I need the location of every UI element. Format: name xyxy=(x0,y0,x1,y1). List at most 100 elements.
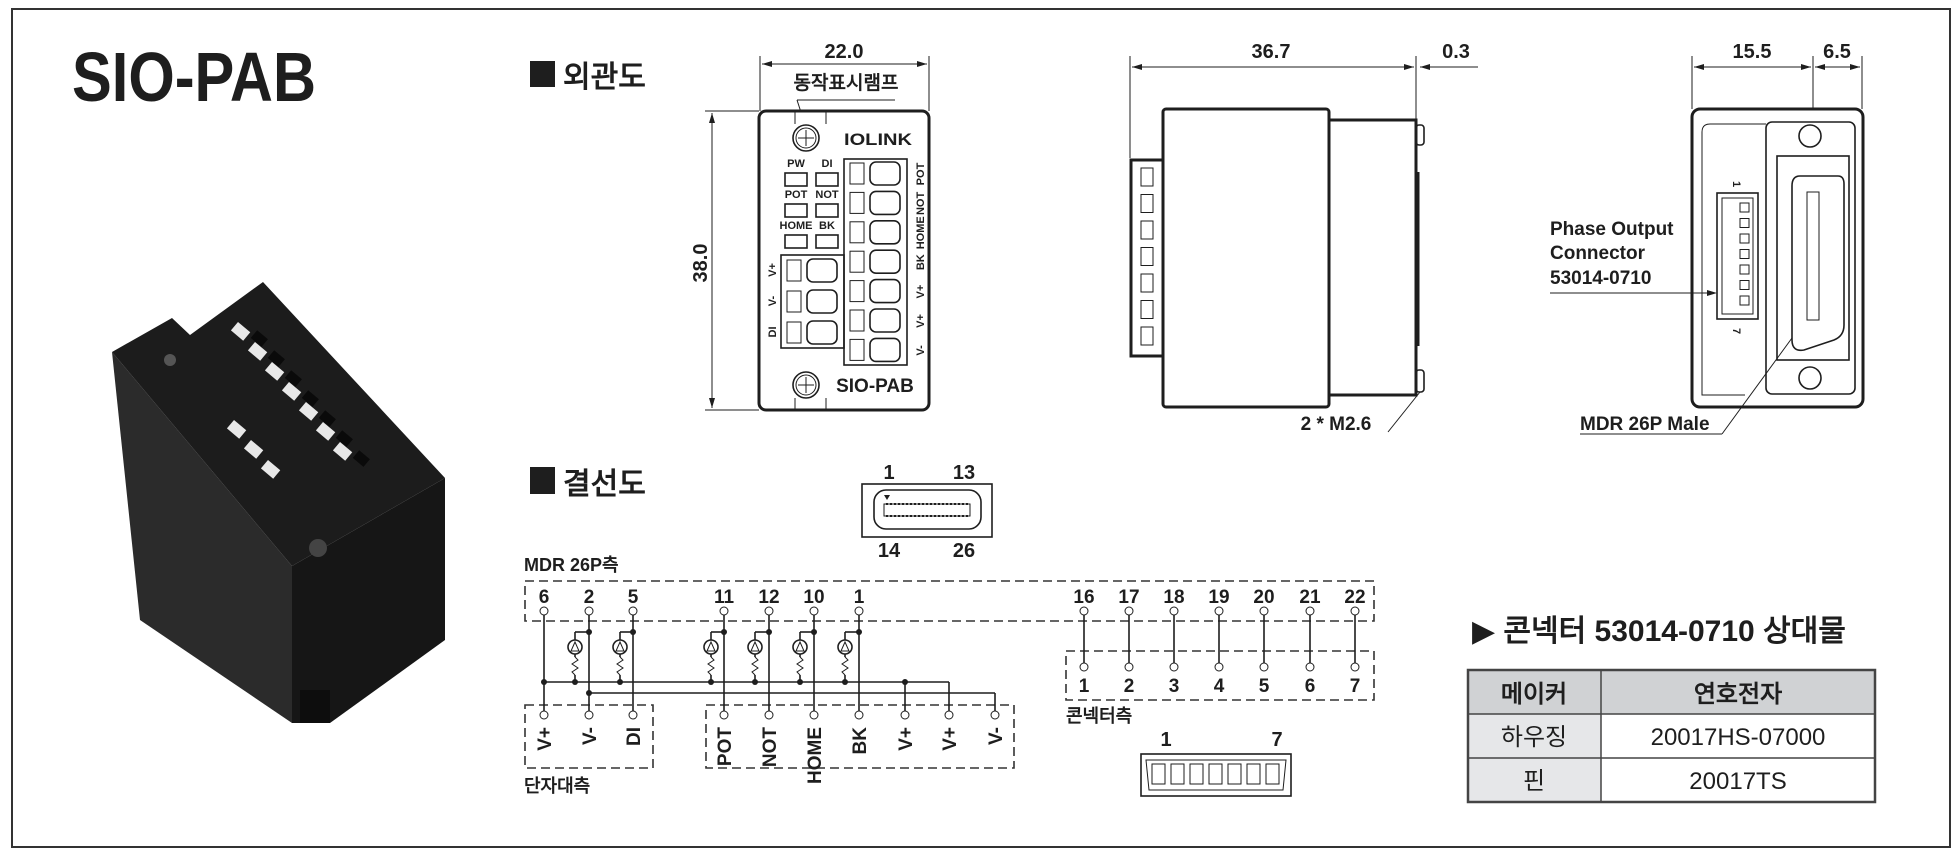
photo-terminal-hole xyxy=(250,330,268,347)
led-label: BK xyxy=(819,220,835,232)
mdr-pin-1-label: 1 xyxy=(883,462,894,484)
terminal-pin-label: DI xyxy=(624,727,645,746)
seven-pin-first-label: 1 xyxy=(1160,729,1171,751)
led-indicator xyxy=(784,234,808,249)
pin-terminal xyxy=(1079,662,1089,672)
front-width-dimension: 22.0 xyxy=(825,41,864,63)
photo-terminal xyxy=(243,440,264,459)
page-border xyxy=(11,8,1951,848)
connector-pin xyxy=(1739,233,1750,244)
lamp-triangle xyxy=(840,640,850,652)
photo-terminal-hole xyxy=(352,450,370,467)
rear-view-drawing: 15.5 6.5 1 7 Phase Output Connector 5301… xyxy=(1550,41,1865,435)
led-indicator xyxy=(815,203,839,218)
connector-pin-number: 1 xyxy=(1079,676,1090,697)
pin-terminal xyxy=(1079,606,1089,616)
terminal-lever xyxy=(786,259,802,282)
terminal-lever xyxy=(849,162,865,185)
terminal-lever xyxy=(849,338,865,361)
iolink-logo: IOLINK xyxy=(844,130,913,149)
terminal-lever xyxy=(849,309,865,332)
junction-dot xyxy=(586,690,592,696)
product-title: SIO-PAB xyxy=(72,38,316,116)
led-indicator xyxy=(815,234,839,249)
terminal-label: HOME xyxy=(915,216,927,249)
photo-terminal xyxy=(281,381,302,401)
led-label: DI xyxy=(822,158,833,170)
terminal-pin-label: V+ xyxy=(896,727,917,751)
photo-terminal xyxy=(230,322,251,341)
junction-dot xyxy=(752,679,758,685)
table-cell: 20017HS-07000 xyxy=(1651,724,1826,751)
pin-terminal xyxy=(1259,606,1269,616)
pin-terminal xyxy=(1350,606,1360,616)
pin-terminal xyxy=(1124,662,1134,672)
mdr-pin-number: 18 xyxy=(1163,587,1184,608)
connector-pin xyxy=(1189,763,1204,785)
terminal-label: V- xyxy=(767,295,779,306)
terminal-hole xyxy=(869,161,901,186)
photo-terminal xyxy=(264,362,285,381)
mdr-pin-number: 2 xyxy=(584,587,595,608)
section-appearance-heading: 외관도 xyxy=(563,61,646,94)
terminal-label: DI xyxy=(767,327,779,338)
connector-pin-number: 3 xyxy=(1169,676,1180,697)
junction-dot xyxy=(708,679,714,685)
connector-pin xyxy=(1265,763,1280,785)
table-cell: 핀 xyxy=(1523,768,1545,795)
resistor-icon xyxy=(707,656,715,676)
pin-terminal xyxy=(900,710,910,720)
mdr-connector-drawing: 1 13 14 26 xyxy=(861,462,993,562)
mdr-pin-number: 22 xyxy=(1344,587,1365,608)
photo-terminal-hole xyxy=(335,430,353,447)
terminal-pin-label: POT xyxy=(715,727,736,766)
terminal-lever xyxy=(849,221,865,244)
mdr-pin-number: 17 xyxy=(1118,587,1139,608)
junction-dot xyxy=(842,679,848,685)
rear-pin-last: 7 xyxy=(1730,328,1742,334)
connector-pin xyxy=(1170,763,1185,785)
connector-pin-number: 4 xyxy=(1214,676,1225,697)
rear-dimension-a: 15.5 xyxy=(1733,41,1772,63)
terminal-hole xyxy=(806,320,838,345)
pin-terminal xyxy=(854,710,864,720)
pin-terminal xyxy=(1350,662,1360,672)
seven-pin-last-label: 7 xyxy=(1271,729,1282,751)
connector-pin xyxy=(1739,295,1750,306)
junction-dot xyxy=(797,679,803,685)
phase-connector-line-2: Connector xyxy=(1550,243,1646,264)
terminal-label: V+ xyxy=(915,285,927,299)
product-photo xyxy=(112,282,445,723)
pin-terminal xyxy=(809,606,819,616)
led-indicator xyxy=(784,172,808,187)
mdr-pin-number: 11 xyxy=(714,587,735,608)
mdr-pin-14-label: 14 xyxy=(878,540,901,562)
phase-connector-line-3: 53014-0710 xyxy=(1550,268,1651,289)
led-label: PW xyxy=(787,158,805,170)
mdr-pin-number: 10 xyxy=(803,587,824,608)
terminal-hole xyxy=(806,258,838,283)
connector-pin xyxy=(1739,218,1750,228)
connector-pin xyxy=(1739,249,1750,259)
seven-pin-connector-drawing: 1 7 xyxy=(1140,729,1292,797)
mdr-pin-26-label: 26 xyxy=(953,540,975,562)
pin-terminal xyxy=(584,606,594,616)
photo-terminal xyxy=(260,460,281,479)
resistor-icon xyxy=(841,656,849,676)
terminal-pin-label: V+ xyxy=(535,727,556,751)
pin-terminal xyxy=(719,710,729,720)
connector-pin xyxy=(1151,763,1166,785)
connector-pin xyxy=(1140,300,1154,319)
terminal-pin-label: HOME xyxy=(805,727,826,784)
terminal-pin-label: BK xyxy=(850,727,871,755)
photo-terminal-hole xyxy=(284,370,302,387)
table-header-bg xyxy=(1468,670,1875,714)
resistor-icon xyxy=(571,656,579,676)
front-model-label: SIO-PAB xyxy=(836,376,914,397)
terminal-pin-label: V- xyxy=(580,727,601,745)
mdr-pin-number: 1 xyxy=(854,587,865,608)
section-wiring-heading: 결선도 xyxy=(563,468,646,501)
